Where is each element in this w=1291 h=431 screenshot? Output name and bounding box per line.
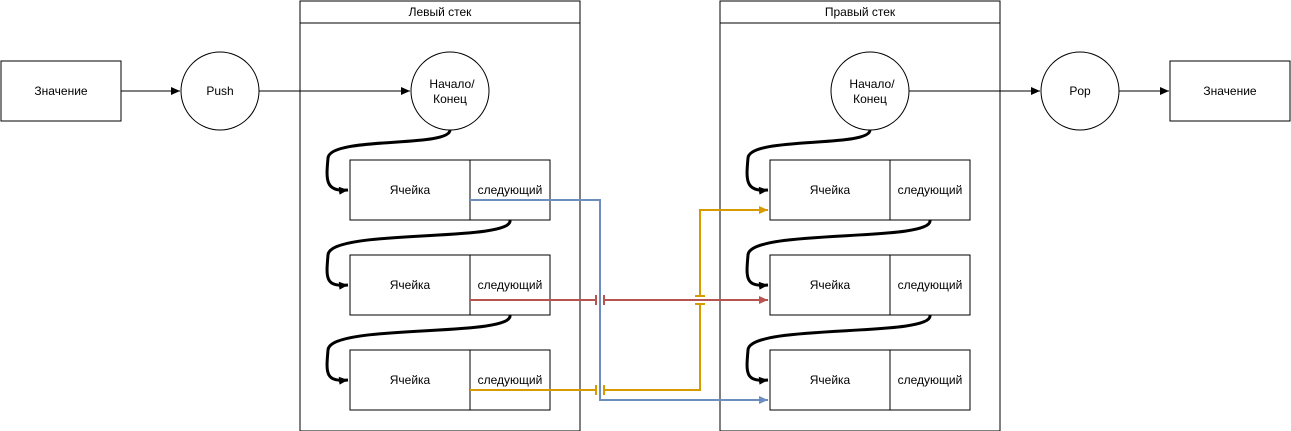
output-value-label: Значение: [1203, 84, 1257, 98]
right-cell-3: Ячейка следующий: [769, 349, 971, 411]
left-cell-1-label: Ячейка: [390, 183, 431, 197]
right-stack-title: Правый стек: [825, 5, 896, 19]
right-head-node: Начало/ Конец: [830, 51, 910, 131]
input-value-label: Значение: [34, 84, 88, 98]
blue-transfer-link: [470, 199, 768, 404]
left-stack-title: Левый стек: [409, 5, 473, 19]
right-cell-2-label: Ячейка: [810, 278, 851, 292]
pop-node: Pop: [1040, 51, 1120, 131]
push-node: Push: [180, 51, 260, 131]
left-cell-2-label: Ячейка: [390, 278, 431, 292]
left-cell-1: Ячейка следующий: [349, 159, 551, 221]
right-cell-3-label: Ячейка: [810, 373, 851, 387]
push-label: Push: [206, 84, 233, 98]
right-cell-3-next: следующий: [898, 373, 963, 387]
right-head-line2: Конец: [853, 92, 887, 106]
left-head-line2: Конец: [433, 92, 467, 106]
orange-transfer-link-b: [604, 304, 701, 391]
right-cell-1: Ячейка следующий: [769, 159, 971, 221]
input-value-box: Значение: [0, 60, 122, 122]
left-cell-3: Ячейка следующий: [349, 349, 551, 411]
left-head-node: Начало/ Конец: [410, 51, 490, 131]
left-cell-1-to-cell-2-link: [325, 219, 512, 290]
left-head-line1: Начало/: [429, 77, 475, 91]
right-cell-1-to-cell-2-link: [745, 219, 932, 290]
left-cell-3-next: следующий: [478, 373, 543, 387]
left-cell-3-label: Ячейка: [390, 373, 431, 387]
right-head-to-cell-1-link: [745, 129, 872, 195]
pop-label: Pop: [1069, 84, 1091, 98]
right-cell-1-next: следующий: [898, 183, 963, 197]
left-cell-2-to-cell-3-link: [325, 314, 512, 385]
output-value-box: Значение: [1169, 60, 1291, 122]
left-cell-1-next: следующий: [478, 183, 543, 197]
left-cell-2-next: следующий: [478, 278, 543, 292]
left-head-to-cell-1-link: [325, 129, 452, 195]
left-cell-2: Ячейка следующий: [349, 254, 551, 316]
right-cell-2-to-cell-3-link: [745, 314, 932, 385]
right-cell-2: Ячейка следующий: [769, 254, 971, 316]
right-cell-2-next: следующий: [898, 278, 963, 292]
right-head-line1: Начало/: [849, 77, 895, 91]
orange-transfer-link-c: [699, 206, 768, 296]
right-cell-1-label: Ячейка: [810, 183, 851, 197]
